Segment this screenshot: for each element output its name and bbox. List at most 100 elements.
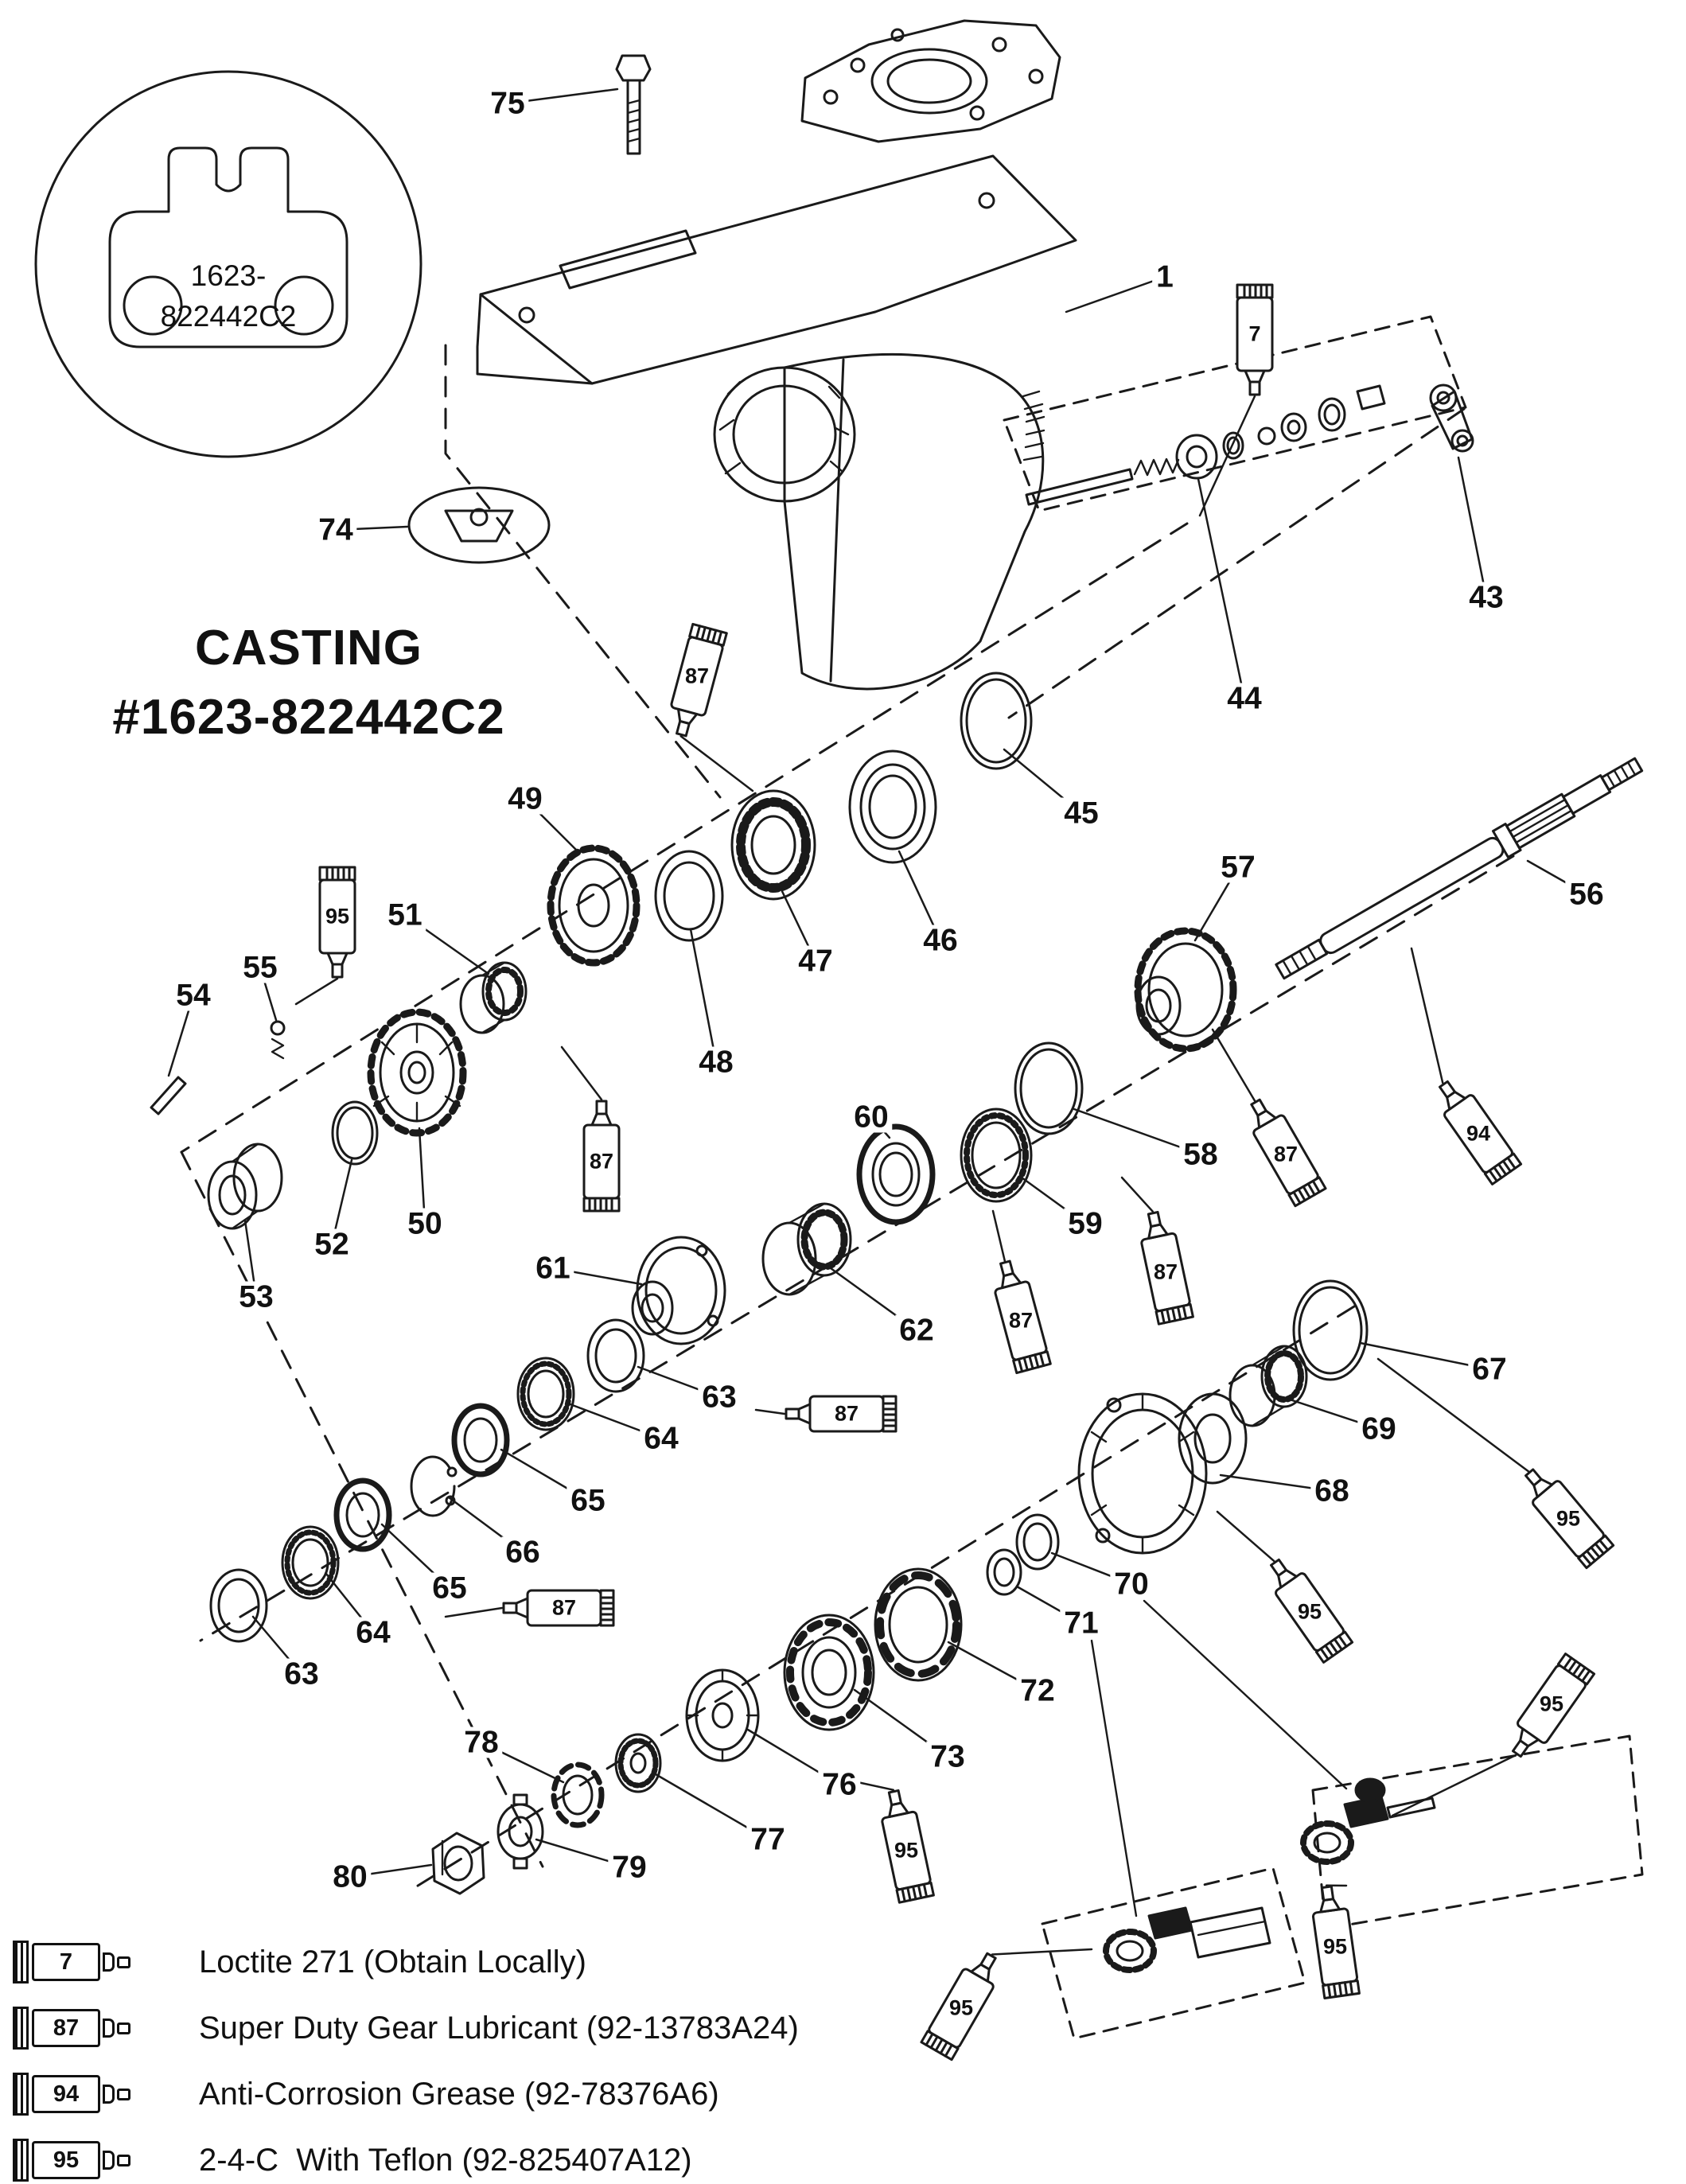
lubricant-tube-7 — [1236, 283, 1274, 396]
callout-87: 87 — [834, 1401, 859, 1426]
callout-56: 56 — [1565, 878, 1608, 910]
callout-44: 44 — [1223, 683, 1266, 714]
callout-75: 75 — [486, 88, 529, 119]
lubricant-tube-95 — [318, 866, 356, 979]
legend-row-24c: 95 2-4-C With Teflon (92-825407A12) — [13, 2137, 799, 2183]
lubricant-tube-87 — [582, 1100, 621, 1213]
callout-50: 50 — [403, 1208, 446, 1240]
tube-number: 7 — [32, 1943, 100, 1981]
lubricant-tube-87 — [1250, 1098, 1327, 1208]
anode-74 — [407, 486, 551, 564]
casting-heading-line2: #1623-822442C2 — [112, 689, 505, 745]
lubricant-tube-95 — [1511, 1653, 1596, 1758]
legend: 7 Loctite 271 (Obtain Locally) 87 Super … — [13, 1939, 799, 2183]
lubricant-tube-95 — [1269, 1558, 1354, 1664]
callout-1: 1 — [1152, 261, 1178, 293]
forward-gear-parts — [209, 927, 1237, 1643]
callout-87: 87 — [684, 664, 710, 688]
casting-heading-line1: CASTING — [195, 621, 422, 675]
callout-69: 69 — [1357, 1413, 1400, 1445]
lubricant-tube-95 — [1311, 1885, 1361, 1999]
leader-line — [991, 1948, 1093, 1956]
callout-95: 95 — [1539, 1692, 1564, 1716]
driveshaft-parts — [150, 672, 1033, 1230]
callout-57: 57 — [1217, 851, 1260, 883]
leader-line — [679, 735, 754, 792]
callout-58: 58 — [1179, 1139, 1222, 1170]
tube-tip-icon — [117, 2022, 130, 2034]
callout-94: 94 — [1466, 1121, 1491, 1146]
lubricant-tube-95 — [920, 1952, 997, 2061]
callout-95: 95 — [1322, 1934, 1348, 1959]
shift-link-43 — [1429, 383, 1474, 453]
tube-neck-icon — [103, 2151, 115, 2170]
callout-45: 45 — [1060, 797, 1103, 829]
tube-crimp-icon — [13, 2007, 29, 2050]
callout-51: 51 — [384, 899, 426, 931]
gearcase-housing — [476, 19, 1077, 691]
leader-line — [754, 1408, 786, 1415]
callout-46: 46 — [919, 925, 962, 956]
lubricant-tubes — [318, 283, 1615, 2061]
tube-neck-icon — [103, 2085, 115, 2104]
callout-73: 73 — [926, 1741, 969, 1773]
leader-line — [856, 1781, 895, 1791]
callout-64: 64 — [352, 1617, 395, 1649]
callout-7: 7 — [1248, 321, 1261, 346]
callout-87: 87 — [1008, 1308, 1034, 1333]
leader-line — [444, 1606, 504, 1618]
casting-circle-number-line1: 1623- — [190, 259, 267, 292]
callout-43: 43 — [1465, 582, 1508, 613]
callout-63: 63 — [280, 1658, 323, 1690]
casting-detail-circle — [34, 70, 422, 458]
callout-77: 77 — [746, 1824, 789, 1855]
tube-icon-87: 87 — [13, 2007, 169, 2050]
callout-87: 87 — [551, 1595, 577, 1620]
tube-icon-7: 7 — [13, 1941, 169, 1984]
leader-line — [1391, 1754, 1517, 1817]
callout-95: 95 — [948, 1995, 974, 2020]
leader-line — [991, 1209, 1007, 1262]
tube-crimp-icon — [13, 2073, 29, 2116]
callout-61: 61 — [531, 1252, 574, 1284]
callout-95: 95 — [894, 1838, 919, 1863]
lubricant-tube-87 — [1140, 1210, 1194, 1326]
callout-64: 64 — [640, 1423, 683, 1454]
tube-number: 94 — [32, 2075, 100, 2113]
legend-row-gear-lube: 87 Super Duty Gear Lubricant (92-13783A2… — [13, 2005, 799, 2051]
lubricant-tube-94 — [1438, 1080, 1523, 1185]
callout-59: 59 — [1064, 1208, 1107, 1240]
callout-70: 70 — [1110, 1568, 1153, 1600]
tube-number: 87 — [32, 2009, 100, 2047]
leader-line — [1376, 1357, 1530, 1473]
leader-line — [1457, 456, 1488, 599]
callout-54: 54 — [172, 979, 215, 1011]
leader-line — [1197, 477, 1246, 700]
leader-line — [1359, 1341, 1491, 1371]
tube-crimp-icon — [13, 2139, 29, 2182]
callout-95: 95 — [1297, 1599, 1322, 1624]
callout-49: 49 — [504, 783, 547, 815]
leader-line — [1216, 1510, 1275, 1563]
callout-76: 76 — [818, 1769, 861, 1801]
callout-74: 74 — [314, 514, 357, 546]
casting-circle-number-line2: 822442C2 — [160, 300, 297, 333]
lubricant-tube-95 — [881, 1789, 935, 1904]
callout-72: 72 — [1016, 1675, 1059, 1707]
callout-87: 87 — [589, 1149, 614, 1174]
tube-number: 95 — [32, 2141, 100, 2179]
callout-80: 80 — [329, 1861, 372, 1893]
lubricant-tube-95 — [1524, 1468, 1615, 1570]
leader-line — [689, 928, 718, 1064]
tube-icon-95: 95 — [13, 2139, 169, 2182]
leader-line — [1410, 947, 1444, 1084]
callout-71: 71 — [1060, 1607, 1103, 1639]
callout-95: 95 — [1556, 1506, 1581, 1531]
callout-78: 78 — [460, 1727, 503, 1758]
lubricant-tube-87 — [670, 622, 728, 738]
tube-tip-icon — [117, 1956, 130, 1968]
callout-47: 47 — [794, 945, 837, 977]
casting-heading: CASTING #1623-822442C2 — [62, 614, 555, 753]
